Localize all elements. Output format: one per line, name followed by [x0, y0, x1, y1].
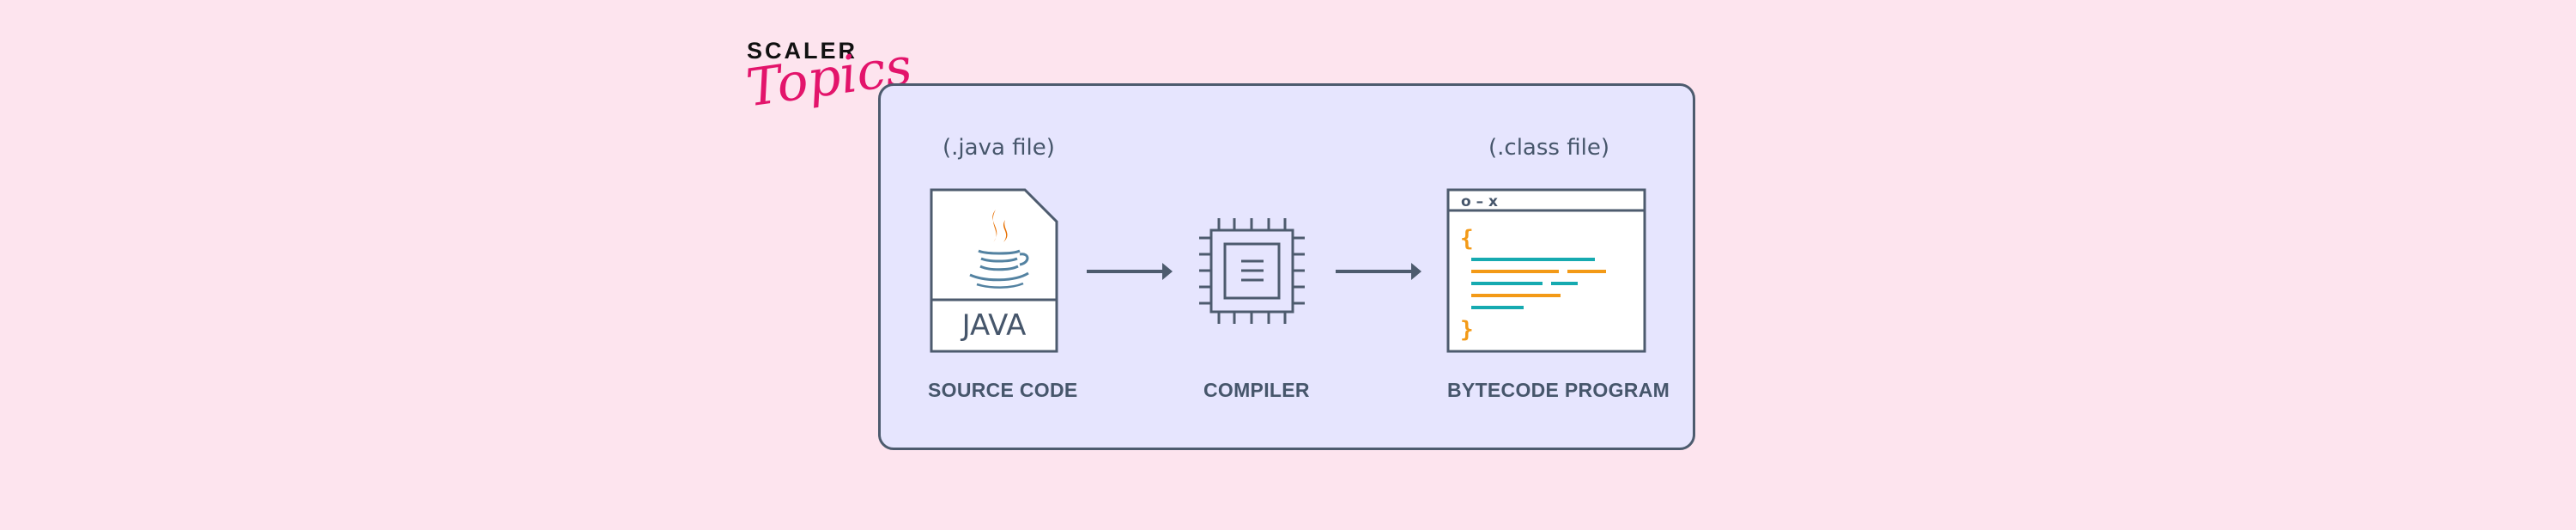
scaler-topics-logo: SCALER Topics — [742, 36, 915, 132]
open-brace-text: { — [1460, 226, 1474, 252]
logo-brand-text: SCALER — [747, 38, 858, 64]
arrow-to-compiler — [1087, 263, 1173, 280]
bytecode-caption: (.class file) — [1488, 135, 1609, 161]
close-brace-text: } — [1460, 317, 1474, 343]
java-cup-icon — [969, 210, 1029, 289]
source-code-label: SOURCE CODE — [928, 379, 1078, 401]
arrow-to-bytecode — [1336, 263, 1421, 280]
compiler-label: COMPILER — [1203, 379, 1310, 401]
source-caption: (.java file) — [943, 135, 1055, 161]
bytecode-window-icon: o – x { } — [1446, 188, 1646, 353]
java-file-icon: JAVA — [930, 188, 1058, 353]
window-controls-text: o – x — [1461, 193, 1498, 210]
bytecode-program-label: BYTECODE PROGRAM — [1447, 379, 1670, 401]
java-file-text: JAVA — [961, 308, 1027, 343]
compiler-chip-icon — [1199, 218, 1305, 324]
